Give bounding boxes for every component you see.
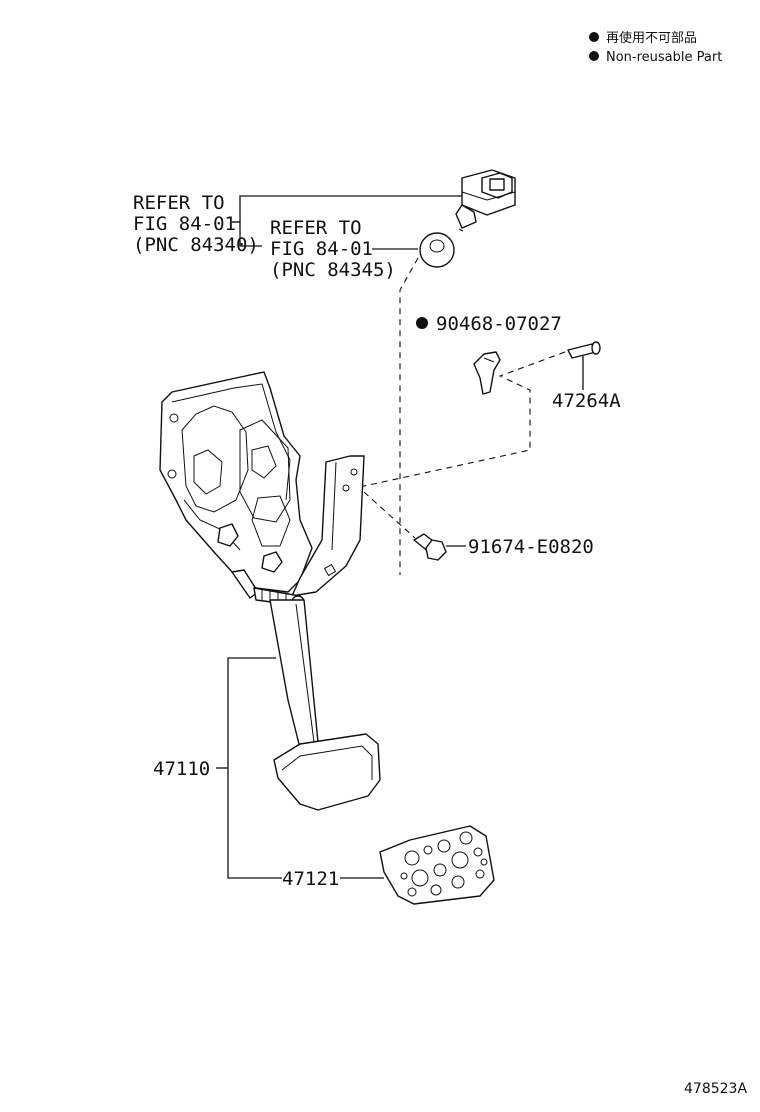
refer-2-line1: REFER TO: [270, 217, 362, 239]
part-number-pin: 47264A: [552, 390, 621, 412]
pin-center-line: [354, 351, 566, 489]
refer-1-bracket-lower: [232, 221, 262, 247]
pedal-bracket: [159, 371, 365, 609]
part-number-clip: 90468-07027: [436, 313, 562, 335]
bolt-center-line: [363, 491, 416, 539]
clip-part: [473, 351, 501, 395]
refer-2-line3: (PNC 84345): [270, 259, 396, 281]
refer-1-line1: REFER TO: [133, 192, 225, 214]
filled-circle-icon: [589, 32, 599, 42]
stop-lamp-switch: [455, 169, 516, 229]
refer-1-line2: FIG 84-01: [133, 213, 236, 235]
pedal-assy-bracket: [227, 657, 282, 879]
refer-1-line3: (PNC 84340): [133, 234, 259, 256]
non-reusable-marker-icon: [416, 317, 428, 329]
figure-id: 478523A: [684, 1081, 747, 1097]
part-number-bolt: 91674-E0820: [468, 536, 594, 558]
refer-label-1: REFER TO FIG 84-01 (PNC 84340): [133, 192, 462, 256]
pedal-arm: [269, 599, 381, 811]
legend: 再使用不可部品 Non-reusable Part: [589, 30, 722, 65]
switch-cushion: [419, 228, 464, 268]
legend-item-english: Non-reusable Part: [606, 50, 722, 65]
part-number-pedal-assy: 47110: [153, 758, 210, 780]
refer-2-line2: FIG 84-01: [270, 238, 373, 260]
legend-item-japanese: 再使用不可部品: [606, 30, 697, 46]
bolt-part: [413, 533, 447, 561]
part-number-pedal-pad: 47121: [282, 868, 339, 890]
pedal-pad-cover: [379, 825, 495, 905]
switch-center-line: [399, 257, 419, 575]
refer-label-2: REFER TO FIG 84-01 (PNC 84345): [270, 217, 418, 281]
filled-circle-icon: [589, 51, 599, 61]
pin-part: [567, 341, 601, 359]
